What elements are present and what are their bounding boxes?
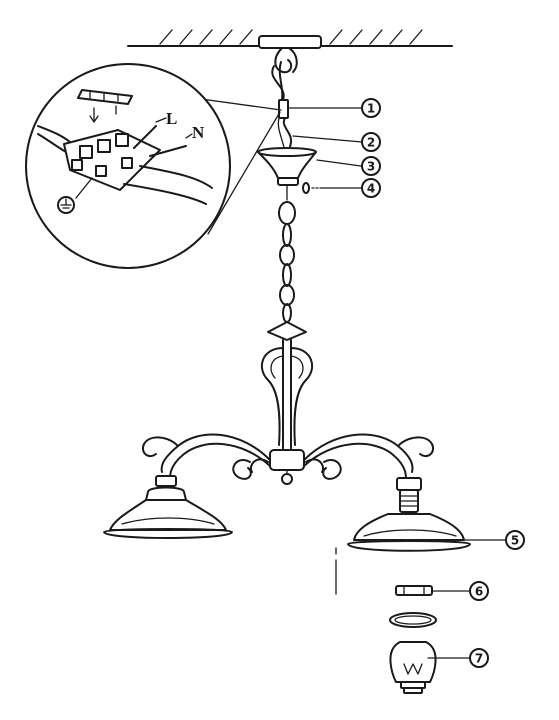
canopy-cup	[257, 147, 317, 186]
terminal-connector	[278, 99, 289, 119]
right-lamp-shade	[347, 477, 471, 552]
ceiling-mount-plate	[258, 35, 322, 49]
ceiling-hook	[271, 47, 298, 101]
callout-6: 6	[469, 581, 489, 601]
shade-ring	[395, 585, 433, 596]
callout-3: 3	[361, 156, 381, 176]
callout-leaders	[288, 107, 506, 659]
callout-4: 4	[361, 178, 381, 198]
svg-text:4: 4	[367, 182, 375, 196]
svg-text:7: 7	[475, 652, 483, 666]
svg-text:6: 6	[475, 585, 483, 599]
chain	[278, 184, 296, 323]
svg-text:3: 3	[367, 160, 375, 174]
neutral-wire-label: N	[192, 123, 205, 142]
wiring-detail-inset	[25, 63, 282, 269]
callout-1: 1	[361, 98, 381, 118]
split-ring	[389, 612, 437, 628]
left-arm	[142, 433, 271, 480]
decorative-knot	[267, 321, 307, 341]
svg-text:5: 5	[511, 534, 519, 548]
svg-text:2: 2	[367, 136, 375, 150]
right-arm	[303, 433, 434, 480]
left-lamp-shade	[103, 475, 233, 539]
live-wire-label: L	[166, 109, 177, 128]
light-bulb-icon	[389, 641, 437, 694]
callout-7: 7	[469, 648, 489, 668]
callout-2: 2	[361, 132, 381, 152]
svg-text:1: 1	[367, 102, 375, 116]
central-frame	[260, 339, 314, 485]
callout-5: 5	[505, 530, 525, 550]
set-screw	[302, 182, 323, 194]
earth-ground-icon	[57, 196, 75, 214]
